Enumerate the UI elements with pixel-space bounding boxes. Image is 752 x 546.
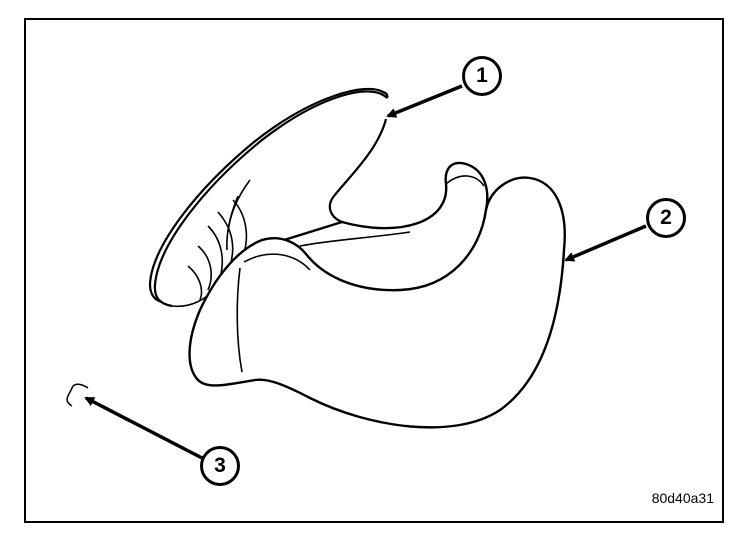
callout-2: 2	[646, 198, 686, 238]
leader-arrows	[84, 84, 647, 460]
callout-1: 1	[462, 56, 502, 96]
boot-details	[236, 175, 485, 373]
flange-disc	[148, 87, 389, 308]
callout-1-number: 1	[476, 64, 488, 87]
figure-id: 80d40a31	[651, 490, 714, 506]
callout-3-number: 3	[214, 454, 226, 477]
callout-3: 3	[200, 446, 240, 486]
boot-body	[188, 161, 566, 429]
callout-2-number: 2	[660, 206, 672, 229]
wire-tie-detail	[66, 383, 89, 407]
